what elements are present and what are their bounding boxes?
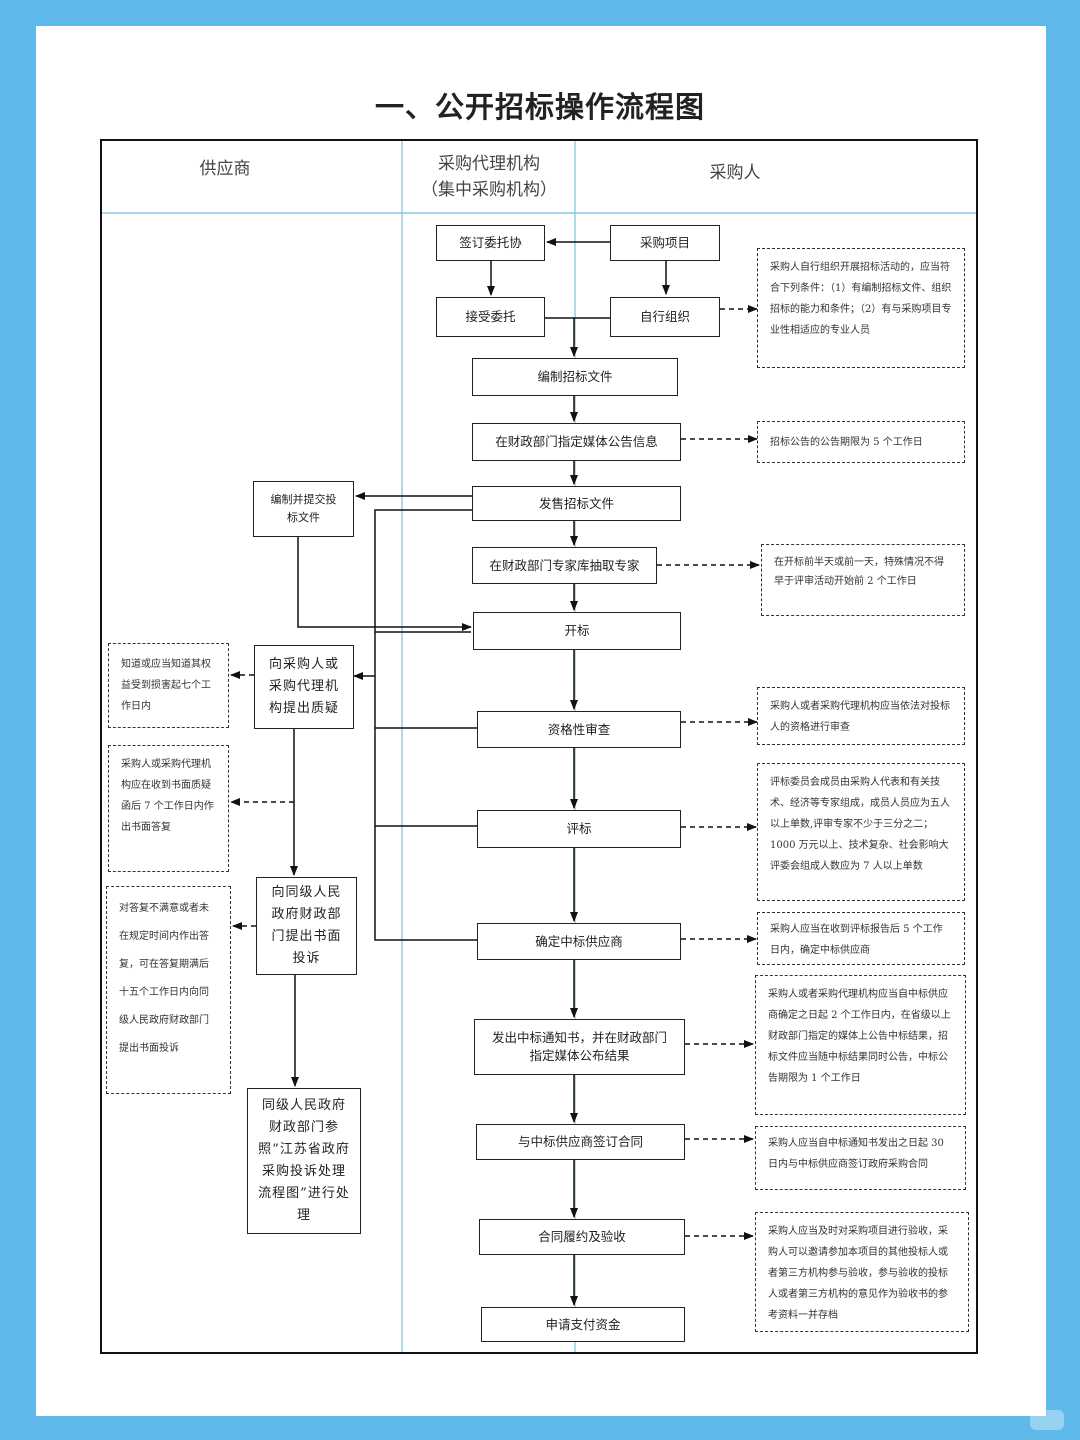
watermark-badge [1030, 1410, 1064, 1430]
step-compile-tender-docs[interactable]: 编制招标文件 [472, 358, 678, 396]
note-qualification: 采购人或者采购代理机构应当依法对投标人的资格进行审查 [757, 687, 965, 745]
lane-header-agency: 采购代理机构 （集中采购机构） [405, 151, 573, 203]
supplier-raise-question[interactable]: 向采购人或采购代理机构提出质疑 [254, 645, 354, 729]
step-determine-winner[interactable]: 确定中标供应商 [477, 923, 681, 960]
supplier-prepare-bid[interactable]: 编制并提交投标文件 [253, 481, 354, 537]
step-request-payment[interactable]: 申请支付资金 [481, 1307, 685, 1342]
step-qualification-review[interactable]: 资格性审查 [477, 711, 681, 748]
note-self-organize: 采购人自行组织开展招标活动的，应当符合下列条件：（1）有编制招标文件、组织招标的… [757, 248, 965, 368]
note-question-deadline: 知道或应当知道其权益受到损害起七个工作日内 [108, 643, 229, 728]
note-sign-contract: 采购人应当自中标通知书发出之日起 30 日内与中标供应商签订政府采购合同 [755, 1126, 966, 1190]
flowchart-frame [100, 139, 978, 1354]
step-select-experts[interactable]: 在财政部门专家库抽取专家 [472, 547, 657, 584]
step-sign-contract[interactable]: 与中标供应商签订合同 [476, 1124, 685, 1160]
step-announce-info[interactable]: 在财政部门指定媒体公告信息 [472, 423, 681, 461]
note-announce-period: 招标公告的公告期限为 5 个工作日 [757, 421, 965, 463]
step-performance-acceptance[interactable]: 合同履约及验收 [479, 1219, 685, 1255]
page-title: 一、公开招标操作流程图 [374, 90, 705, 124]
lane-header-agency-line1: 采购代理机构 [438, 154, 540, 174]
note-complaint-deadline: 对答复不满意或者未在规定时间内作出答复，可在答复期满后十五个工作日内向同级人民政… [106, 886, 231, 1094]
step-bid-evaluation[interactable]: 评标 [477, 810, 681, 848]
supplier-file-complaint[interactable]: 向同级人民政府财政部门提出书面投诉 [256, 877, 357, 975]
step-procurement-project[interactable]: 采购项目 [610, 225, 720, 261]
note-reply-deadline: 采购人或采购代理机构应在收到书面质疑函后 7 个工作日内作出书面答复 [108, 745, 229, 872]
lane-header-agency-line2: （集中采购机构） [421, 180, 557, 200]
lane-header-purchaser: 采购人 [709, 163, 761, 183]
note-evaluation-committee: 评标委员会成员由采购人代表和有关技术、经济等专家组成，成员人员应为五人以上单数,… [757, 763, 965, 901]
step-accept-entrustment[interactable]: 接受委托 [436, 297, 545, 337]
note-publish-result: 采购人或者采购代理机构应当自中标供应商确定之日起 2 个工作日内，在省级以上财政… [755, 975, 966, 1115]
lane-header-supplier: 供应商 [199, 159, 251, 179]
note-acceptance: 采购人应当及时对采购项目进行验收，采购人可以邀请参加本项目的其他投标人或者第三方… [755, 1212, 969, 1332]
step-self-organize[interactable]: 自行组织 [610, 297, 720, 337]
note-expert-timing: 在开标前半天或前一天，特殊情况不得早于评审活动开始前 2 个工作日 [761, 544, 965, 616]
note-determine-winner: 采购人应当在收到评标报告后 5 个工作日内，确定中标供应商 [757, 912, 965, 965]
step-issue-tender-docs[interactable]: 发售招标文件 [472, 486, 681, 521]
supplier-complaint-handling[interactable]: 同级人民政府财政部门参照“江苏省政府采购投诉处理流程图”进行处理 [247, 1088, 361, 1234]
step-bid-opening[interactable]: 开标 [473, 612, 681, 650]
step-notify-winner[interactable]: 发出中标通知书，并在财政部门指定媒体公布结果 [474, 1019, 685, 1075]
step-sign-agreement[interactable]: 签订委托协 [436, 225, 545, 261]
